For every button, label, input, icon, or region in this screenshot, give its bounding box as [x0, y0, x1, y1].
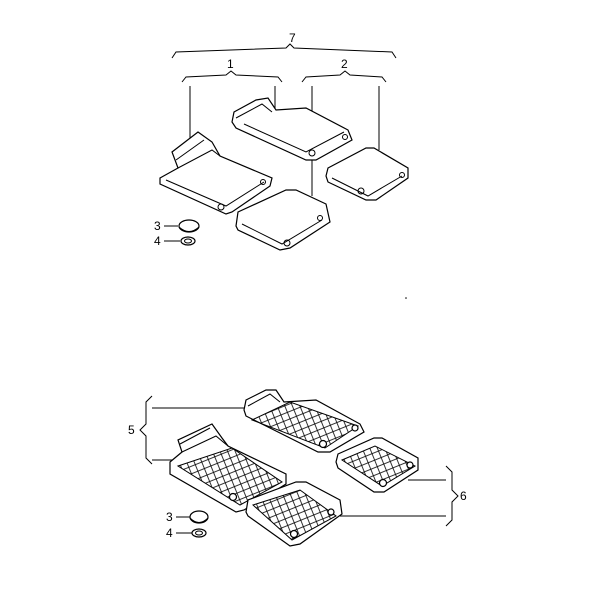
dot-mark [405, 297, 407, 299]
brace-2 [301, 70, 387, 83]
label-3-top: 3 [154, 219, 161, 233]
top-callouts: 7 1 2 [171, 31, 397, 196]
mat-rear-right-rubber [325, 147, 409, 201]
label-4-top: 4 [154, 234, 161, 248]
brace-1 [181, 70, 283, 83]
brace-6 [445, 465, 459, 527]
clip-cap-top [178, 219, 200, 233]
clip-base-bottom [191, 528, 207, 538]
label-3-bottom: 3 [166, 510, 173, 524]
fasteners-top: 3 4 [154, 219, 200, 248]
mat-rear-left-rubber [235, 189, 331, 251]
mat-rear-right-grid [335, 437, 419, 493]
clip-cap-bottom [189, 510, 209, 524]
mat-front-right-rubber [231, 97, 353, 161]
clip-base-top [180, 236, 196, 246]
label-1: 1 [227, 57, 234, 71]
brace-5 [139, 395, 153, 465]
label-6: 6 [460, 489, 467, 503]
brace-7 [171, 43, 397, 59]
label-7: 7 [289, 31, 296, 45]
mat-front-left-rubber [159, 131, 273, 215]
label-4-bottom: 4 [166, 526, 173, 540]
label-5: 5 [128, 423, 135, 437]
fasteners-bottom: 3 4 [166, 510, 209, 540]
label-2: 2 [341, 57, 348, 71]
